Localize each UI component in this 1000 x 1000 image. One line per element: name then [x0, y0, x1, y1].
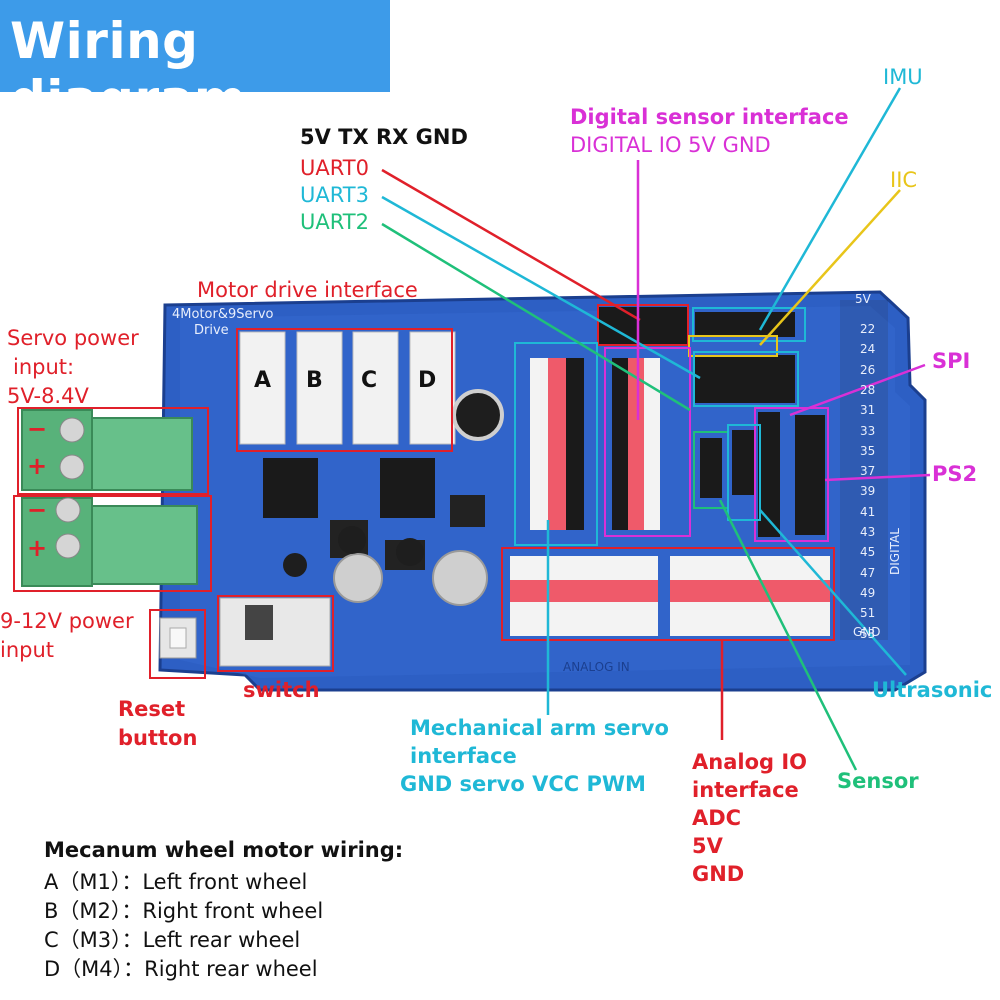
uart3-label: UART3	[300, 183, 369, 207]
arm-servo-label-3: GND servo VCC PWM	[400, 772, 646, 796]
servo-minus-sign: −	[27, 415, 48, 443]
pin-number: 39	[860, 484, 876, 499]
pin-number: 37	[860, 464, 876, 479]
analog-label-1: Analog IO	[692, 750, 808, 774]
legend-item-c: C（M3）：Left rear wheel	[44, 928, 301, 952]
servo-power-label-2: input:	[13, 355, 75, 379]
arm-servo-label-1: Mechanical arm servo	[410, 716, 669, 740]
pin-number: 49	[860, 585, 876, 600]
board-analog-in: ANALOG IN	[563, 660, 630, 674]
pin-number: 53	[860, 626, 876, 641]
ultrasonic-label: Ultrasonic	[872, 678, 993, 702]
servo-headers	[530, 358, 660, 530]
uart2-label: UART2	[300, 210, 369, 234]
pin-number: 28	[860, 382, 876, 397]
switch-label: switch	[243, 678, 320, 702]
motor-b-label: B	[306, 368, 323, 393]
pin-number: 41	[860, 504, 876, 519]
uart0-label: UART0	[300, 156, 369, 180]
pin-number: 43	[860, 525, 876, 539]
imu-label: IMU	[883, 65, 923, 89]
pin-number: 51	[860, 606, 876, 621]
board-digital-label: DIGITAL	[888, 528, 902, 575]
servo-power-label-1: Servo power	[7, 326, 139, 350]
page-title: Wiring diagram	[10, 12, 247, 128]
right-pin-header	[840, 300, 888, 640]
analog-label-2: interface	[692, 778, 799, 802]
digital-sensor-label: Digital sensor interface	[570, 105, 849, 129]
reset-label-1: Reset	[118, 697, 186, 721]
legend-item-b: B（M2）：Right front wheel	[44, 899, 324, 923]
power-input-label-2: input	[0, 638, 55, 662]
pin-number: 24	[860, 342, 876, 357]
pin-number: 45	[860, 545, 876, 560]
digital-pins-label: DIGITAL IO 5V GND	[570, 133, 771, 157]
board-name-1: 4Motor&9Servo	[172, 307, 274, 322]
servo-plus-sign: +	[27, 452, 48, 480]
pin-number: 47	[860, 565, 876, 580]
reset-component	[159, 617, 197, 659]
servo-power-label-3: 5V-8.4V	[7, 384, 89, 408]
board-gnd-label: GND	[853, 625, 881, 639]
analog-label-5: GND	[692, 862, 745, 886]
pin-number: 22	[860, 322, 876, 336]
pin-number: 33	[860, 423, 876, 438]
power-plus-sign: +	[27, 534, 48, 562]
reset-label-2: button	[118, 726, 198, 750]
motor-connectors	[239, 331, 456, 445]
board-5v-label: 5V	[855, 292, 871, 306]
board-name-2: Drive	[194, 323, 229, 338]
analog-label-4: 5V	[692, 834, 723, 858]
pin-number: 31	[860, 403, 876, 418]
analog-label-3: ADC	[692, 806, 742, 830]
bottom-headers	[510, 556, 830, 636]
legend-item-a: A（M1）：Left front wheel	[44, 870, 308, 894]
motor-a-label: A	[254, 368, 272, 393]
arm-servo-label-2: interface	[410, 744, 517, 768]
power-input-label-1: 9-12V power	[0, 609, 134, 633]
motor-d-label: D	[418, 368, 437, 393]
motor-drive-label: Motor drive interface	[197, 278, 418, 302]
legend-item-d: D（M4）：Right rear wheel	[44, 957, 318, 981]
capacitors	[283, 389, 504, 606]
sensor-label: Sensor	[837, 769, 919, 793]
pin-number: 35	[860, 443, 876, 458]
switch-component	[219, 597, 331, 667]
iic-label: IIC	[890, 168, 918, 192]
uart-pin-header-label: 5V TX RX GND	[300, 125, 468, 149]
spi-label: SPI	[932, 349, 971, 373]
title-banner: Wiring diagram	[0, 0, 390, 128]
motor-c-label: C	[361, 368, 378, 393]
pin-number: 26	[860, 362, 876, 377]
power-minus-sign: −	[27, 496, 48, 524]
terminal-blocks	[21, 409, 198, 587]
leader-lines	[381, 87, 931, 771]
legend-title: Mecanum wheel motor wiring:	[44, 838, 404, 862]
ps2-label: PS2	[932, 462, 978, 486]
